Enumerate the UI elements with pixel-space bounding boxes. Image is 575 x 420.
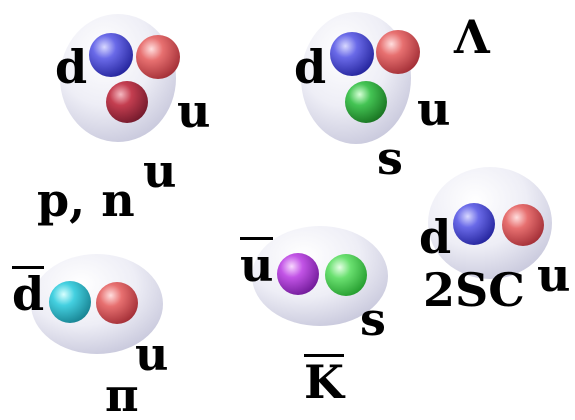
up-quark <box>96 282 138 324</box>
up-quark <box>502 204 544 246</box>
anti-up-quark <box>277 253 319 295</box>
nucleon-name: p, n <box>37 173 135 227</box>
quark-label-d: d <box>294 40 327 94</box>
anti-strange-quark <box>325 254 367 296</box>
anti-down-quark <box>49 281 91 323</box>
quark-label-s: s <box>377 131 403 185</box>
nucleon-hadron <box>60 14 180 142</box>
quark-label-s: s <box>360 292 386 346</box>
quark-label-d: d <box>419 210 452 264</box>
quark-label-u: u <box>135 327 169 381</box>
quark-label-u: u <box>177 84 211 138</box>
up-quark <box>376 30 420 74</box>
up-quark <box>136 35 180 79</box>
kaon-name: K <box>304 354 344 409</box>
diquark-2sc <box>428 167 552 279</box>
down-quark <box>453 203 495 245</box>
quark-label-anti-u: u <box>240 237 274 292</box>
kaon-meson <box>252 226 388 326</box>
kaon-cloud <box>252 226 388 326</box>
quark-label-u: u <box>537 248 571 302</box>
down-quark <box>330 32 374 76</box>
down-quark <box>89 33 133 77</box>
pion-meson <box>31 254 163 354</box>
lambda-name: Λ <box>454 10 490 64</box>
quark-label-u: u <box>417 82 451 136</box>
strange-quark <box>345 81 387 123</box>
quark-label-u: u <box>143 144 177 198</box>
lambda-hadron <box>301 12 420 144</box>
diquark-name: 2SC <box>423 263 525 317</box>
pion-name: π <box>105 368 139 420</box>
quark-label-anti-d: d <box>12 266 45 321</box>
quark-label-d: d <box>55 40 88 94</box>
up-quark <box>106 81 148 123</box>
